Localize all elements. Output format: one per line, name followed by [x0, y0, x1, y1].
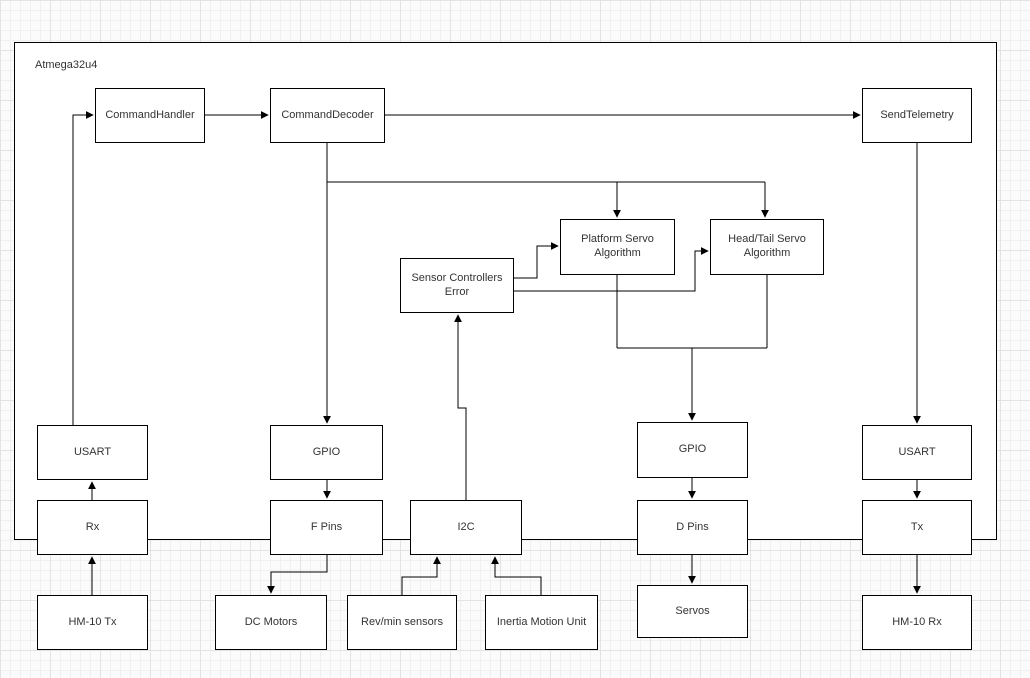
- node-rx: Rx: [37, 500, 148, 555]
- node-send-telemetry: SendTelemetry: [862, 88, 972, 143]
- node-d-pins: D Pins: [637, 500, 748, 555]
- node-i2c: I2C: [410, 500, 522, 555]
- node-rev-min-sensors: Rev/min sensors: [347, 595, 457, 650]
- node-f-pins: F Pins: [270, 500, 383, 555]
- container-label: Atmega32u4: [35, 59, 98, 71]
- node-usart-right: USART: [862, 425, 972, 480]
- node-platform-servo-algorithm: Platform Servo Algorithm: [560, 219, 675, 275]
- node-command-decoder: CommandDecoder: [270, 88, 385, 143]
- node-sensor-controllers-error: Sensor Controllers Error: [400, 258, 514, 313]
- node-hm10-rx: HM-10 Rx: [862, 595, 972, 650]
- node-dc-motors: DC Motors: [215, 595, 327, 650]
- node-hm10-tx: HM-10 Tx: [37, 595, 148, 650]
- node-tx: Tx: [862, 500, 972, 555]
- node-gpio-left: GPIO: [270, 425, 383, 480]
- edge-inertia-motion-unit-to-i2c: [491, 556, 542, 595]
- node-head-tail-servo-algorithm: Head/Tail Servo Algorithm: [710, 219, 824, 275]
- node-usart-left: USART: [37, 425, 148, 480]
- node-command-handler: CommandHandler: [95, 88, 205, 143]
- node-gpio-right: GPIO: [637, 422, 748, 478]
- node-inertia-motion-unit: Inertia Motion Unit: [485, 595, 598, 650]
- node-servos: Servos: [637, 585, 748, 638]
- edge-rev-min-sensors-to-i2c: [401, 556, 441, 595]
- edge-f-pins-to-dc-motors: [267, 555, 328, 594]
